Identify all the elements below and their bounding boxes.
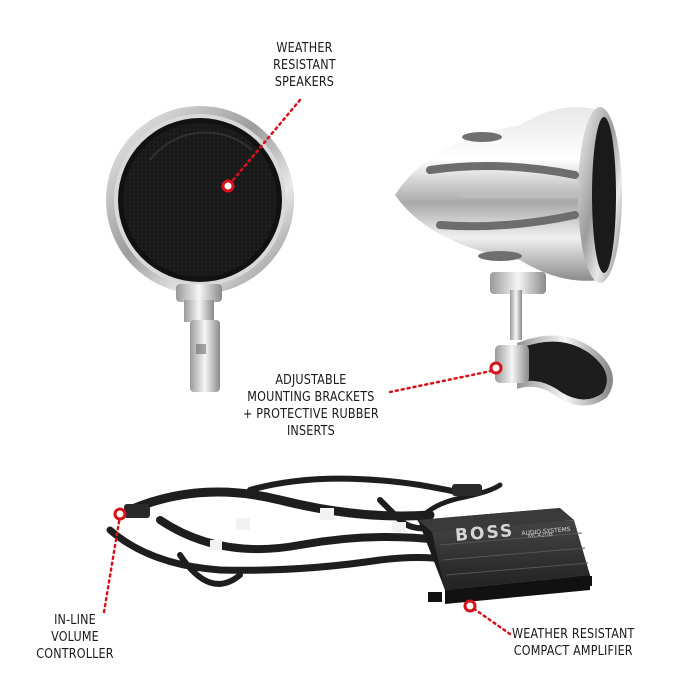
amplifier	[418, 508, 592, 604]
label-compact-amplifier: WEATHER RESISTANT COMPACT AMPLIFIER	[511, 627, 635, 659]
callout-dots	[113, 179, 503, 613]
label-inline-volume-controller: IN-LINE VOLUME CONTROLLER	[36, 613, 114, 662]
speaker-callout-dot	[221, 179, 235, 193]
front-speaker	[106, 106, 294, 392]
harness-connectors	[124, 484, 482, 550]
bracket-callout-dot	[489, 361, 503, 375]
side-speaker	[395, 107, 622, 406]
label-weather-resistant-speakers: WEATHER RESISTANT SPEAKERS	[273, 41, 336, 90]
volume-callout-dot	[113, 507, 127, 521]
amplifier-callout-dot	[463, 599, 477, 613]
label-adjustable-brackets: ADJUSTABLE MOUNTING BRACKETS + PROTECTIV…	[243, 373, 379, 439]
callout-leaders	[102, 98, 512, 636]
